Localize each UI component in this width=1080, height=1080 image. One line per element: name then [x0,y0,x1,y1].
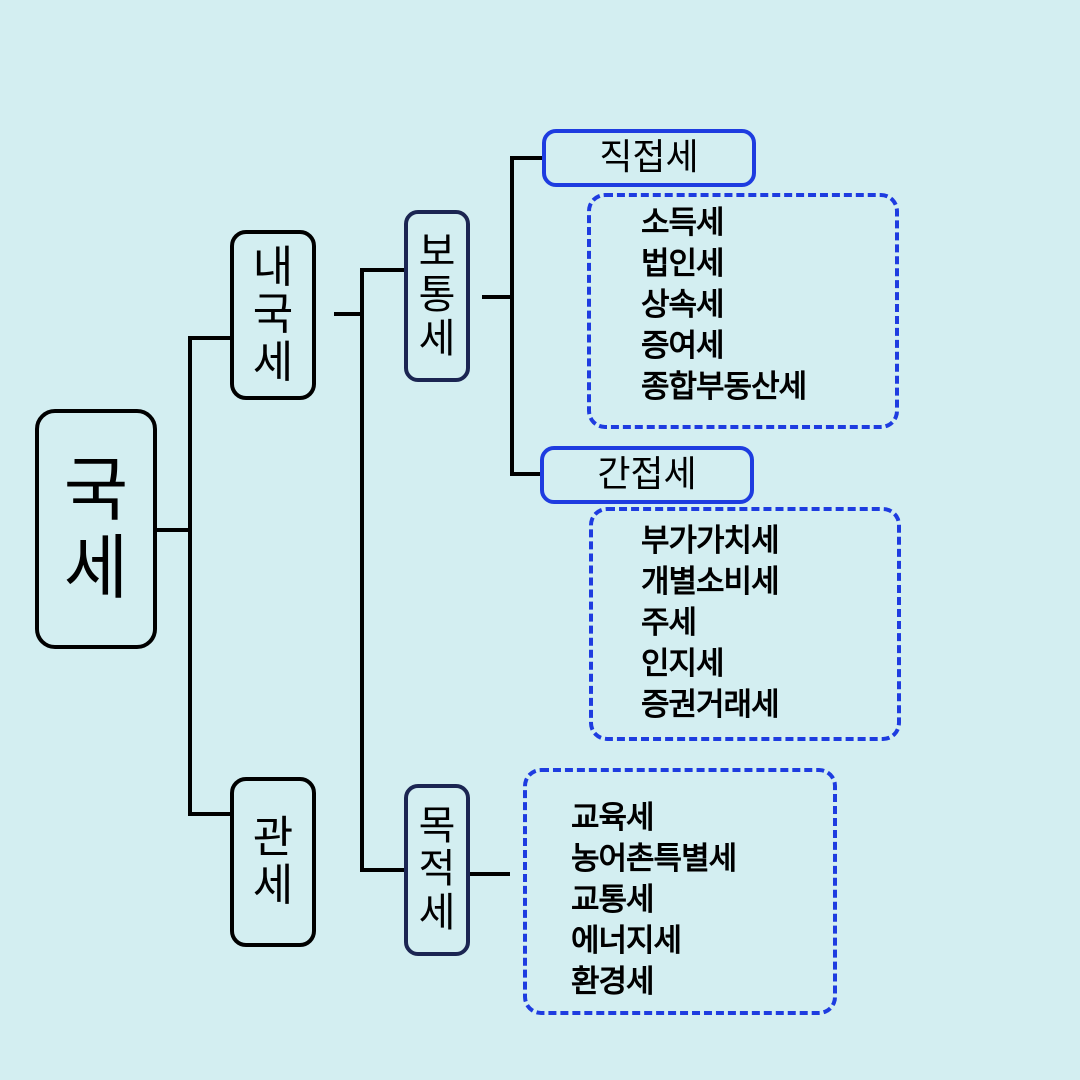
list-item: 증여세 [641,328,725,364]
list-item: 상속세 [641,287,725,323]
domestic-char-3: 세 [252,336,294,388]
ordinary-char-1: 보 [418,229,456,276]
root-char-2: 세 [63,527,129,609]
list-item: 부가가치세 [641,523,780,559]
node-purpose-tax: 목 적 세 [404,784,470,956]
customs-char-2: 세 [252,860,294,911]
domestic-char-1: 내 [252,241,294,293]
list-item: 법인세 [641,246,725,282]
list-item: 주세 [641,605,697,641]
category-indirect-tax: 간접세 [540,446,754,504]
list-item: 개별소비세 [641,564,780,600]
ordinary-char-3: 세 [418,315,456,362]
list-item: 교통세 [571,882,655,918]
indirect-tax-items-box: 부가가치세 개별소비세 주세 인지세 증권거래세 [589,507,901,741]
domestic-char-2: 국 [252,289,294,341]
list-item: 인지세 [641,646,725,682]
list-item: 종합부동산세 [641,369,807,405]
customs-char-1: 관 [252,812,294,864]
root-node-national-tax: 국 세 [35,409,157,649]
indirect-tax-label: 간접세 [597,454,697,495]
node-ordinary-tax: 보 통 세 [404,210,470,382]
root-char-1: 국 [63,448,129,531]
purpose-tax-items-box: 교육세 농어촌특별세 교통세 에너지세 환경세 [523,768,837,1015]
category-direct-tax: 직접세 [542,129,756,187]
ordinary-char-2: 통 [418,272,456,319]
list-item: 에너지세 [571,923,682,959]
direct-tax-items-box: 소득세 법인세 상속세 증여세 종합부동산세 [587,193,899,429]
list-item: 소득세 [641,205,725,241]
list-item: 농어촌특별세 [571,841,737,877]
purpose-char-3: 세 [418,889,456,936]
list-item: 환경세 [571,964,655,1000]
list-item: 증권거래세 [641,687,780,723]
list-item: 교육세 [571,800,655,836]
purpose-char-1: 목 [418,803,456,850]
node-domestic-tax: 내 국 세 [230,230,316,400]
node-customs-duty: 관 세 [230,777,316,947]
direct-tax-label: 직접세 [599,137,699,178]
purpose-char-2: 적 [418,846,456,893]
